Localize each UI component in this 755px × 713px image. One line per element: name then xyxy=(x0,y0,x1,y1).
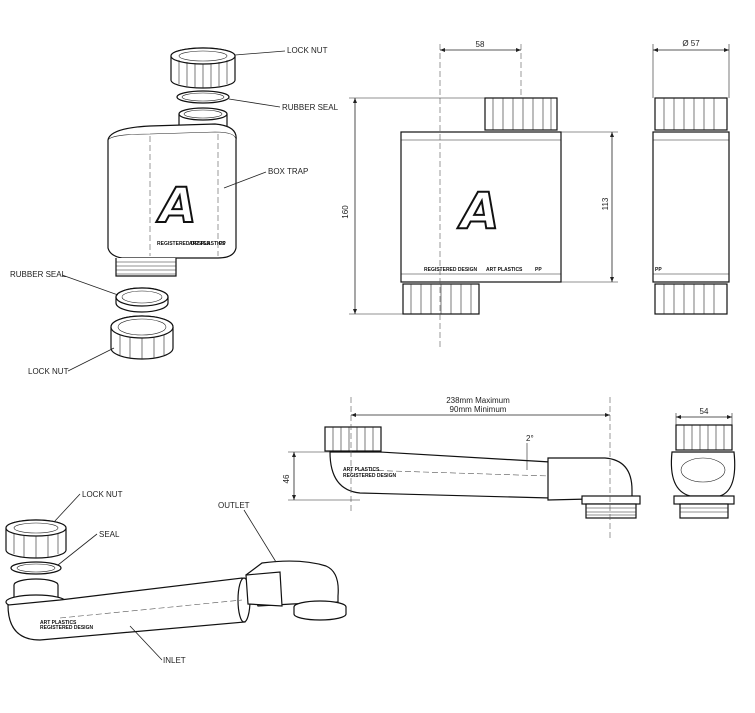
label-pipe-inlet: INLET xyxy=(163,656,186,665)
bottom-rubber-seal xyxy=(115,287,169,313)
front-elevation: A REGISTERED DESIGN ART PLASTICS PP 58 1… xyxy=(341,40,618,348)
front-logo: A xyxy=(457,182,500,240)
bottom-lock-nut xyxy=(110,315,174,360)
box-material-text: PP xyxy=(219,241,226,247)
pipe-brand-text: ART PLASTICS xyxy=(343,467,380,473)
front-registered-text: REGISTERED DESIGN xyxy=(424,267,477,273)
dim-pipe-max: 238mm Maximum xyxy=(446,396,510,405)
pipe-exploded-registered: REGISTERED DESIGN xyxy=(40,625,93,631)
label-rubber-seal-bottom: RUBBER SEAL xyxy=(10,270,67,279)
pipe-elevation: ART PLASTICS REGISTERED DESIGN 238mm Max… xyxy=(282,396,641,540)
box-trap-body: A REGISTERED DESIGN ART PLASTICS PP xyxy=(107,107,237,277)
box-registered-text: REGISTERED DESIGN xyxy=(157,241,210,247)
box-logo: A xyxy=(155,178,196,234)
exploded-view: A REGISTERED DESIGN ART PLASTICS PP xyxy=(10,46,339,376)
side-material-text: PP xyxy=(655,267,662,273)
dim-front-width: 58 xyxy=(476,40,485,49)
pipe-exploded-brand: ART PLASTICS xyxy=(40,620,77,626)
dim-pipe-side-width: 54 xyxy=(700,407,709,416)
label-rubber-seal-top: RUBBER SEAL xyxy=(282,103,339,112)
dim-pipe-height: 46 xyxy=(282,474,291,483)
label-lock-nut-bottom: LOCK NUT xyxy=(28,367,69,376)
front-material-text: PP xyxy=(535,267,542,273)
dim-angle: 2° xyxy=(526,434,534,443)
label-pipe-lock-nut: LOCK NUT xyxy=(82,490,123,499)
pipe-side-view: 54 xyxy=(670,407,736,519)
side-elevation: PP Ø 57 xyxy=(652,39,730,315)
dim-body-height: 113 xyxy=(601,197,610,210)
label-box-trap: BOX TRAP xyxy=(268,167,308,176)
pipe-registered-text: REGISTERED DESIGN xyxy=(343,473,396,479)
label-pipe-seal: SEAL xyxy=(99,530,120,539)
box-brand-text: ART PLASTICS xyxy=(189,241,226,247)
label-lock-nut-top: LOCK NUT xyxy=(287,46,328,55)
dim-pipe-min: 90mm Minimum xyxy=(450,405,507,414)
front-brand-text: ART PLASTICS xyxy=(486,267,523,273)
top-rubber-seal xyxy=(176,90,230,104)
dim-side-diameter: Ø 57 xyxy=(682,39,700,48)
dim-total-height: 160 xyxy=(341,205,350,219)
top-lock-nut xyxy=(170,47,236,89)
label-pipe-outlet: OUTLET xyxy=(218,501,250,510)
pipe-exploded-view: ART PLASTICS REGISTERED DESIGN LOCK NUT … xyxy=(5,490,347,665)
